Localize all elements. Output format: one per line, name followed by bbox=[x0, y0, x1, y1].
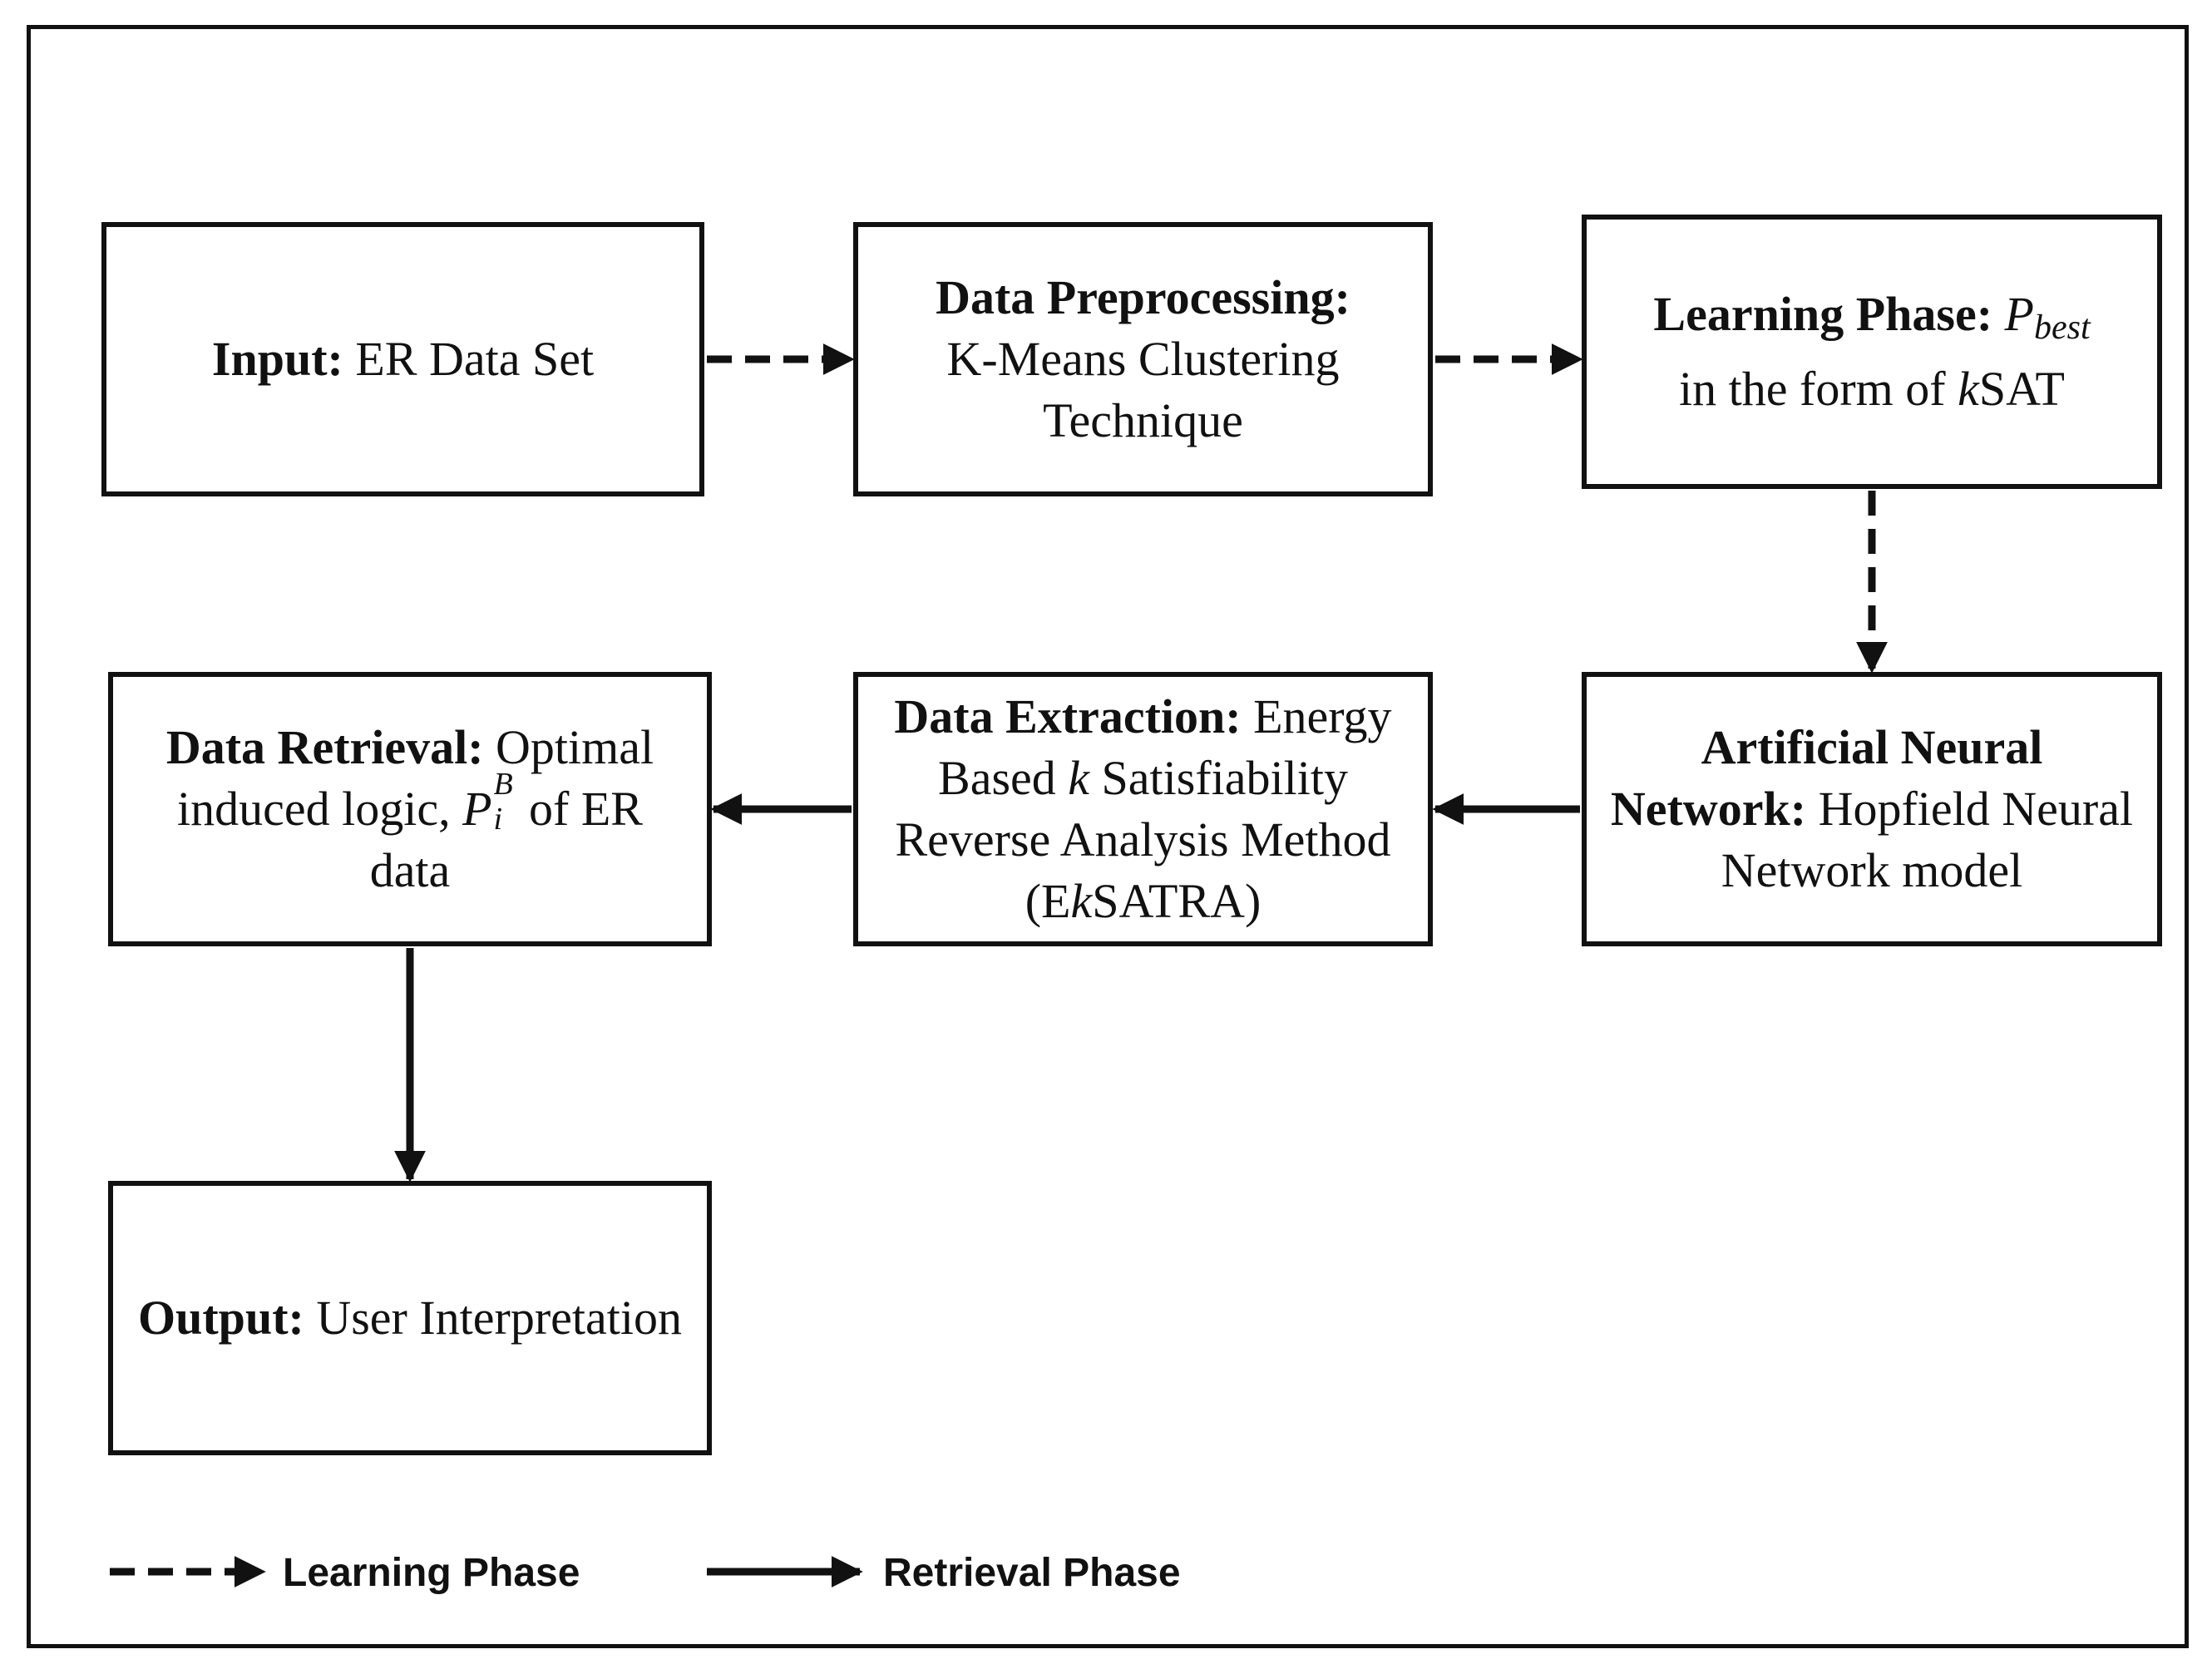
extraction-text-1: Energy Based bbox=[938, 689, 1392, 805]
legend-retrieval-label: Retrieval Phase bbox=[883, 1551, 1181, 1595]
learning-symbol-subscript: best bbox=[2033, 309, 2091, 347]
ann-box: Artificial Neural Network: Hopfield Neur… bbox=[1582, 672, 2162, 946]
learning-title: Learning Phase: bbox=[1653, 287, 1993, 341]
input-text: ER Data Set bbox=[355, 332, 595, 386]
learning-text-pre: in the form of bbox=[1679, 362, 1958, 416]
ann-text: Hopfield Neural Network model bbox=[1721, 782, 2134, 897]
learning-symbol: P bbox=[2004, 287, 2034, 341]
retrieval-title: Data Retrieval: bbox=[165, 720, 484, 774]
extraction-text-2: Satisfiability Reverse Analysis Method (… bbox=[895, 751, 1391, 928]
extraction-text-k2: k bbox=[1070, 874, 1093, 928]
learning-text-post: SAT bbox=[1978, 362, 2065, 416]
ann-title: Artificial Neural Network: bbox=[1610, 720, 2043, 836]
learning-phase-box: Learning Phase: Pbest in the form of kSA… bbox=[1582, 215, 2162, 489]
output-title: Output: bbox=[138, 1291, 304, 1345]
diagram-frame bbox=[27, 25, 2189, 1648]
extraction-title: Data Extraction: bbox=[894, 689, 1242, 743]
extraction-box: Data Extraction: Energy Based k Satisfia… bbox=[853, 672, 1433, 946]
extraction-text-3: SATRA) bbox=[1092, 874, 1262, 928]
input-box: Input: ER Data Set bbox=[101, 222, 704, 496]
preprocessing-title: Data Preprocessing: bbox=[936, 270, 1350, 324]
learning-text-k: k bbox=[1958, 362, 1979, 416]
retrieval-symbol-superscript: B bbox=[493, 767, 513, 802]
retrieval-symbol: P bbox=[462, 782, 492, 836]
output-box: Output: User Interpretation bbox=[108, 1181, 712, 1455]
retrieval-text-2: of ER data bbox=[369, 782, 643, 897]
legend-learning-label: Learning Phase bbox=[283, 1551, 580, 1595]
retrieval-box: Data Retrieval: Optimal induced logic, P… bbox=[108, 672, 712, 946]
extraction-text-k: k bbox=[1068, 751, 1090, 805]
preprocessing-box: Data Preprocessing: K-Means Clustering T… bbox=[853, 222, 1433, 496]
output-text: User Interpretation bbox=[316, 1291, 682, 1345]
retrieval-symbol-subscript: i bbox=[493, 802, 503, 837]
preprocessing-text: K-Means Clustering Technique bbox=[946, 332, 1340, 447]
input-title: Input: bbox=[211, 332, 343, 386]
retrieval-text-1: Optimal induced logic, bbox=[177, 720, 654, 836]
